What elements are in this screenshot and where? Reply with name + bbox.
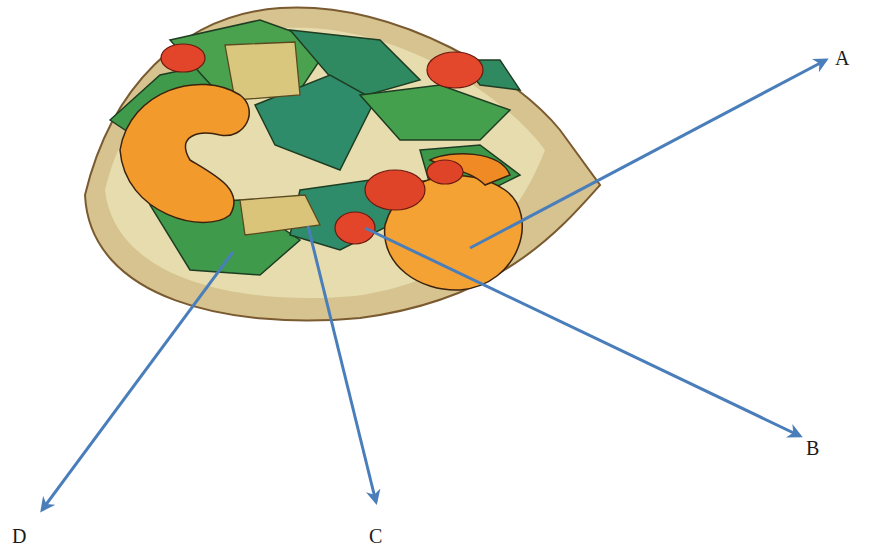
shrimp bbox=[120, 84, 522, 290]
leader-arrow bbox=[470, 60, 826, 248]
leader-arrow bbox=[365, 228, 800, 436]
crust bbox=[85, 7, 600, 320]
tomato bbox=[161, 44, 483, 244]
callout-letter: A bbox=[835, 48, 849, 68]
pineapple bbox=[225, 42, 435, 235]
callout-letter: D bbox=[12, 526, 26, 546]
callout-letter: B bbox=[806, 438, 819, 458]
callout-letter: C bbox=[369, 526, 382, 546]
leader-arrow bbox=[308, 226, 376, 502]
leader-arrow bbox=[42, 252, 233, 510]
cheese bbox=[105, 28, 545, 298]
